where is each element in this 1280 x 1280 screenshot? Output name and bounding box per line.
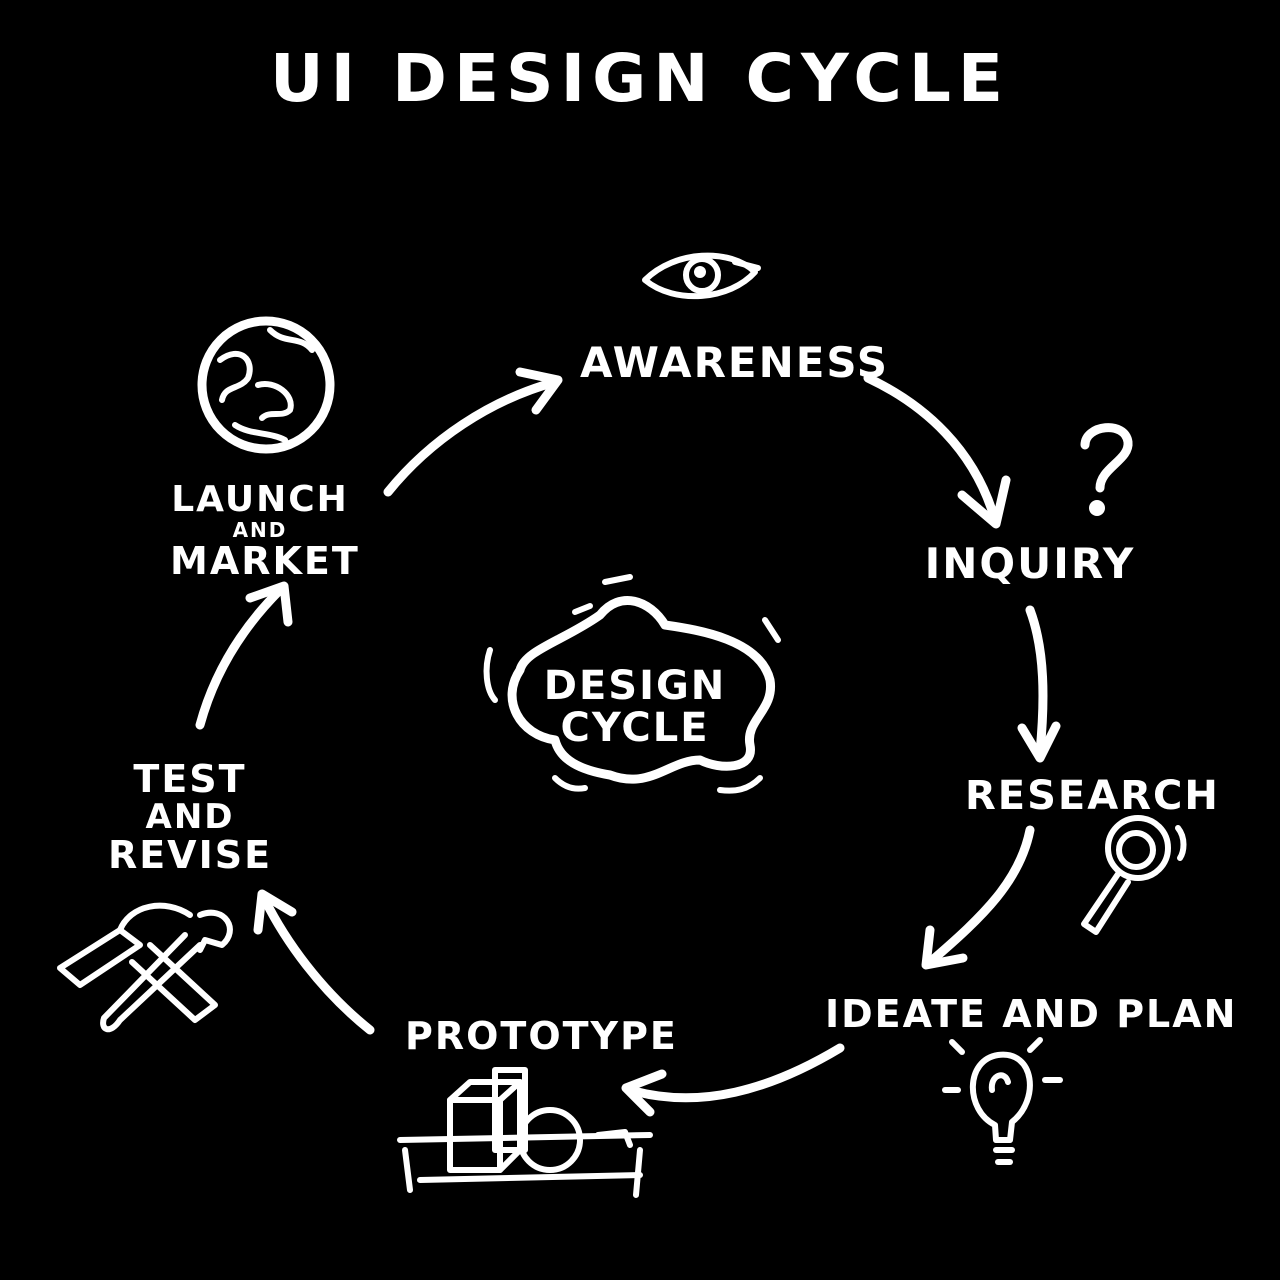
center-label-line2: CYCLE bbox=[560, 705, 710, 751]
stage-ideate-and-plan: IDEATE AND PLAN bbox=[825, 992, 1238, 1036]
stage-test-line2: AND bbox=[145, 797, 235, 837]
arrow-prototype-to-test bbox=[253, 889, 375, 1035]
magnifying-glass-icon bbox=[1081, 815, 1187, 935]
stage-research: RESEARCH bbox=[965, 773, 1220, 819]
stage-test-line1: TEST bbox=[133, 757, 247, 801]
arrow-awareness-to-inquiry bbox=[863, 373, 1011, 529]
globe-icon bbox=[197, 316, 335, 454]
stage-test-line3: REVISE bbox=[107, 833, 273, 877]
stage-launch-line3: MARKET bbox=[170, 539, 360, 583]
arrow-inquiry-to-research bbox=[1017, 605, 1061, 763]
center-blob bbox=[483, 574, 781, 794]
arrow-test-to-launch bbox=[195, 581, 293, 730]
hammer-wrench-icon bbox=[57, 902, 233, 1033]
diagram-title: UI DESIGN CYCLE bbox=[270, 40, 1010, 117]
lightbulb-icon bbox=[942, 1037, 1063, 1165]
prototype-objects-icon bbox=[397, 1067, 653, 1198]
eye-icon bbox=[642, 252, 761, 300]
question-mark-icon bbox=[1080, 423, 1133, 516]
arrow-launch-to-awareness bbox=[383, 367, 563, 497]
center-label-line1: DESIGN bbox=[543, 663, 727, 709]
stage-inquiry: INQUIRY bbox=[924, 539, 1136, 588]
stage-awareness: AWARENESS bbox=[580, 338, 890, 387]
arrow-ideate-to-prototype bbox=[621, 1043, 845, 1117]
stage-prototype: PROTOTYPE bbox=[405, 1014, 678, 1058]
arrow-research-to-ideate bbox=[921, 825, 1035, 970]
stage-launch-line2: AND bbox=[232, 518, 288, 542]
stage-launch-line1: LAUNCH bbox=[171, 479, 349, 520]
